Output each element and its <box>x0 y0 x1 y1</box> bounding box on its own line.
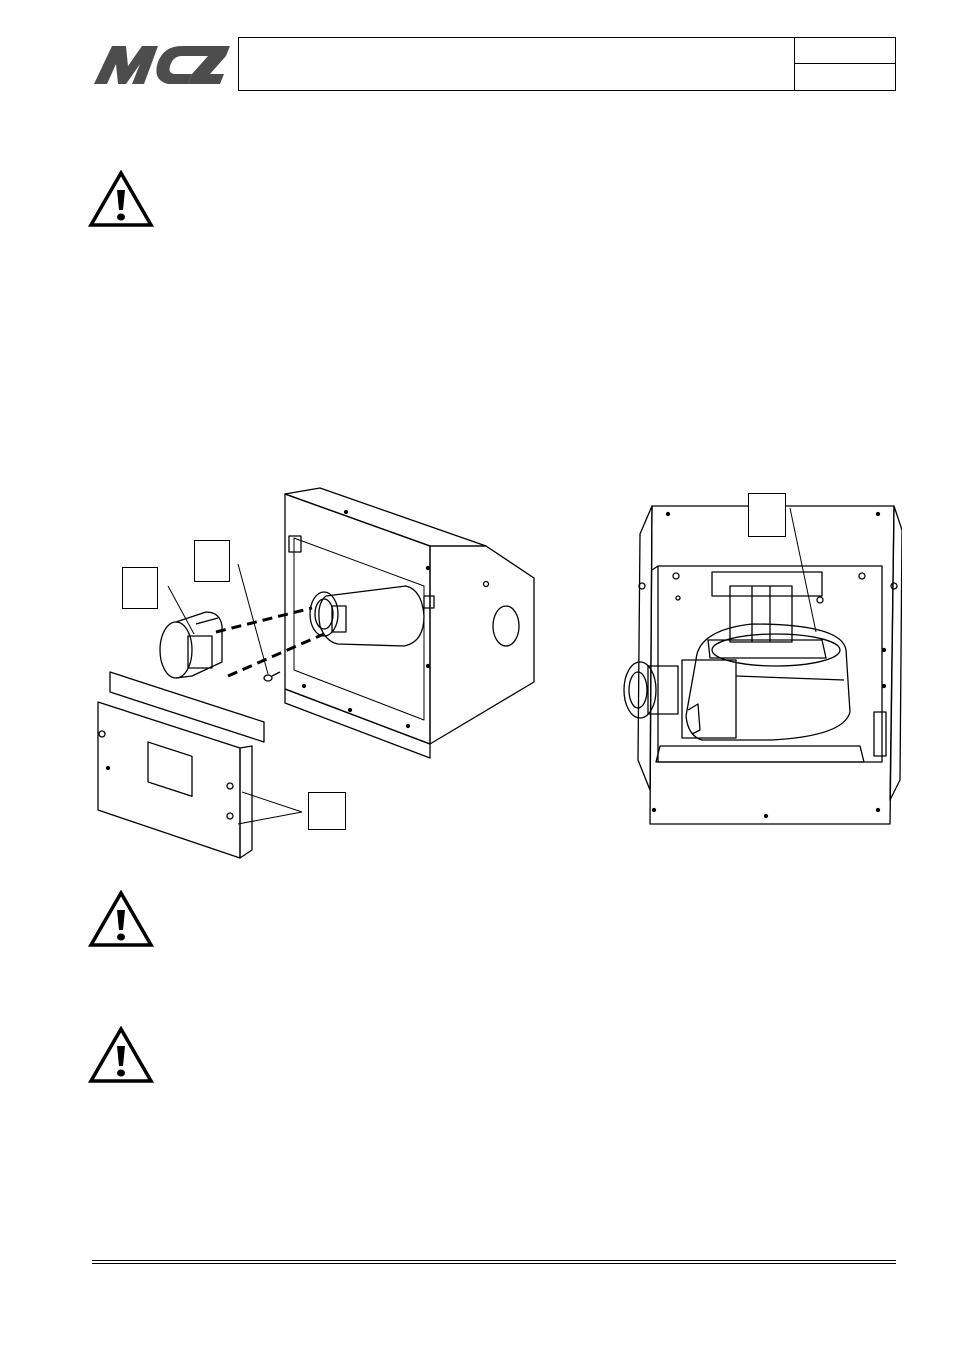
fan-assembly-illustration <box>97 487 535 859</box>
warning-icon <box>88 170 154 227</box>
installed-fan-drawing <box>612 490 903 830</box>
exploded-fan-assembly-drawing <box>88 486 548 866</box>
doc-code-cell <box>795 38 895 64</box>
page-number-cell <box>795 64 895 90</box>
header-title <box>239 38 796 90</box>
callout-label <box>122 567 158 609</box>
footer-rule-thin <box>92 1263 896 1264</box>
mcz-logo <box>94 46 230 84</box>
footer-rule <box>92 1260 896 1261</box>
installed-fan-illustration <box>623 505 903 825</box>
callout-label <box>748 493 786 537</box>
header-side-cells <box>794 38 895 90</box>
warning-icon <box>88 890 154 947</box>
warning-icon <box>88 1026 154 1083</box>
header-box <box>238 37 896 91</box>
callout-label <box>194 540 230 582</box>
callout-label <box>308 792 346 830</box>
